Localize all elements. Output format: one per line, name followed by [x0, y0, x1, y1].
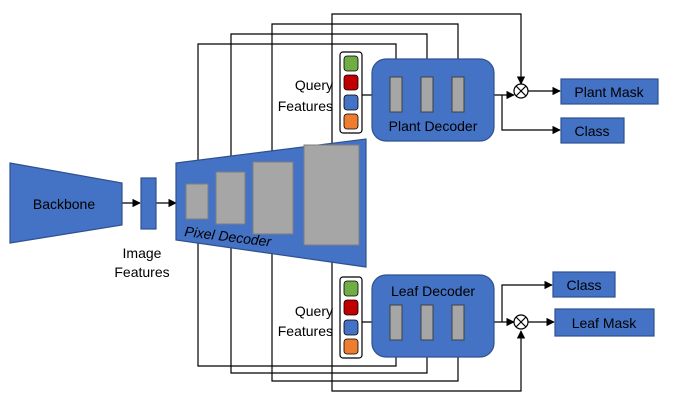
plant-decoder-layer-2	[420, 76, 434, 113]
skip-line-c-leaf	[271, 235, 463, 382]
leaf-class-output: Class	[552, 271, 616, 298]
leaf-query-label-line1: Query	[295, 303, 333, 319]
plant-query-token-orange	[343, 113, 359, 130]
plant-mask-output: Plant Mask	[560, 78, 659, 105]
leaf-query-token-red	[343, 299, 359, 316]
leaf-combine-node	[513, 314, 529, 330]
backbone-block: Backbone	[9, 162, 123, 244]
plant-query-token-green	[343, 55, 359, 72]
leaf-mask-label: Leaf Mask	[572, 315, 638, 331]
feature-map-1	[185, 183, 209, 220]
plant-decoder-layer-3	[451, 76, 465, 113]
image-features-label-line1: Image	[123, 245, 162, 261]
leaf-decoder-block: Leaf Decoder	[371, 274, 495, 358]
plant-mask-label: Plant Mask	[574, 84, 644, 100]
leaf-query-token-green	[343, 280, 359, 297]
skip-line-b-plant	[230, 33, 432, 175]
plant-decoder-block: Plant Decoder	[371, 58, 495, 142]
plant-query-features: Query Features	[278, 51, 363, 134]
plant-query-label-line1: Query	[295, 77, 333, 93]
plant-query-token-red	[343, 74, 359, 91]
image-features-label-line2: Features	[114, 264, 169, 280]
plant-query-token-blue	[343, 94, 359, 111]
feature-map-3	[252, 161, 294, 235]
plant-query-label-line2: Features	[278, 98, 333, 114]
plant-decoder-layer-1	[389, 76, 403, 113]
feature-map-4	[303, 144, 360, 246]
backbone-label: Backbone	[33, 196, 95, 212]
plant-class-output: Class	[560, 117, 625, 144]
leaf-decoder-layer-2	[420, 304, 434, 341]
arrow-plant-to-class	[501, 95, 561, 135]
plant-decoder-label: Plant Decoder	[389, 118, 478, 134]
leaf-query-container	[339, 276, 363, 359]
leaf-decoder-label: Leaf Decoder	[391, 283, 475, 299]
plant-class-label: Class	[574, 123, 609, 139]
plant-query-container	[339, 51, 363, 134]
leaf-query-label-line2: Features	[278, 323, 333, 339]
leaf-class-label: Class	[566, 277, 601, 293]
leaf-query-token-orange	[343, 338, 359, 355]
pixel-decoder-block: Pixel Decoder	[175, 138, 367, 268]
plant-combine-node	[513, 83, 529, 99]
skip-line-c-plant	[271, 23, 463, 165]
image-features-block: Image Features	[114, 177, 170, 280]
leaf-mask-output: Leaf Mask	[554, 308, 655, 337]
leaf-decoder-layer-3	[451, 304, 465, 341]
skip-line-d-leaf-mask	[331, 248, 526, 392]
leaf-query-features: Query Features	[278, 276, 363, 359]
leaf-decoder-layer-1	[389, 304, 403, 341]
feature-map-2	[215, 171, 246, 225]
arrow-leaf-to-class	[501, 280, 553, 322]
leaf-query-token-blue	[343, 319, 359, 336]
skip-line-d-plant-mask	[331, 13, 526, 148]
